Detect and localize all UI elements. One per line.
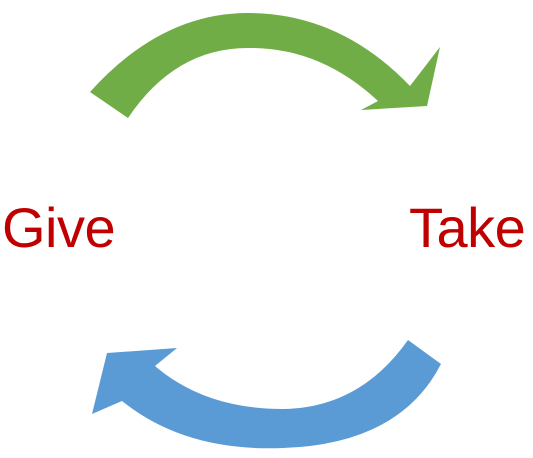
bottom-blue-curved-arrow-icon [92,340,441,449]
take-label: Take [409,196,526,259]
give-label: Give [2,196,116,259]
top-green-curved-arrow-icon [90,13,440,118]
